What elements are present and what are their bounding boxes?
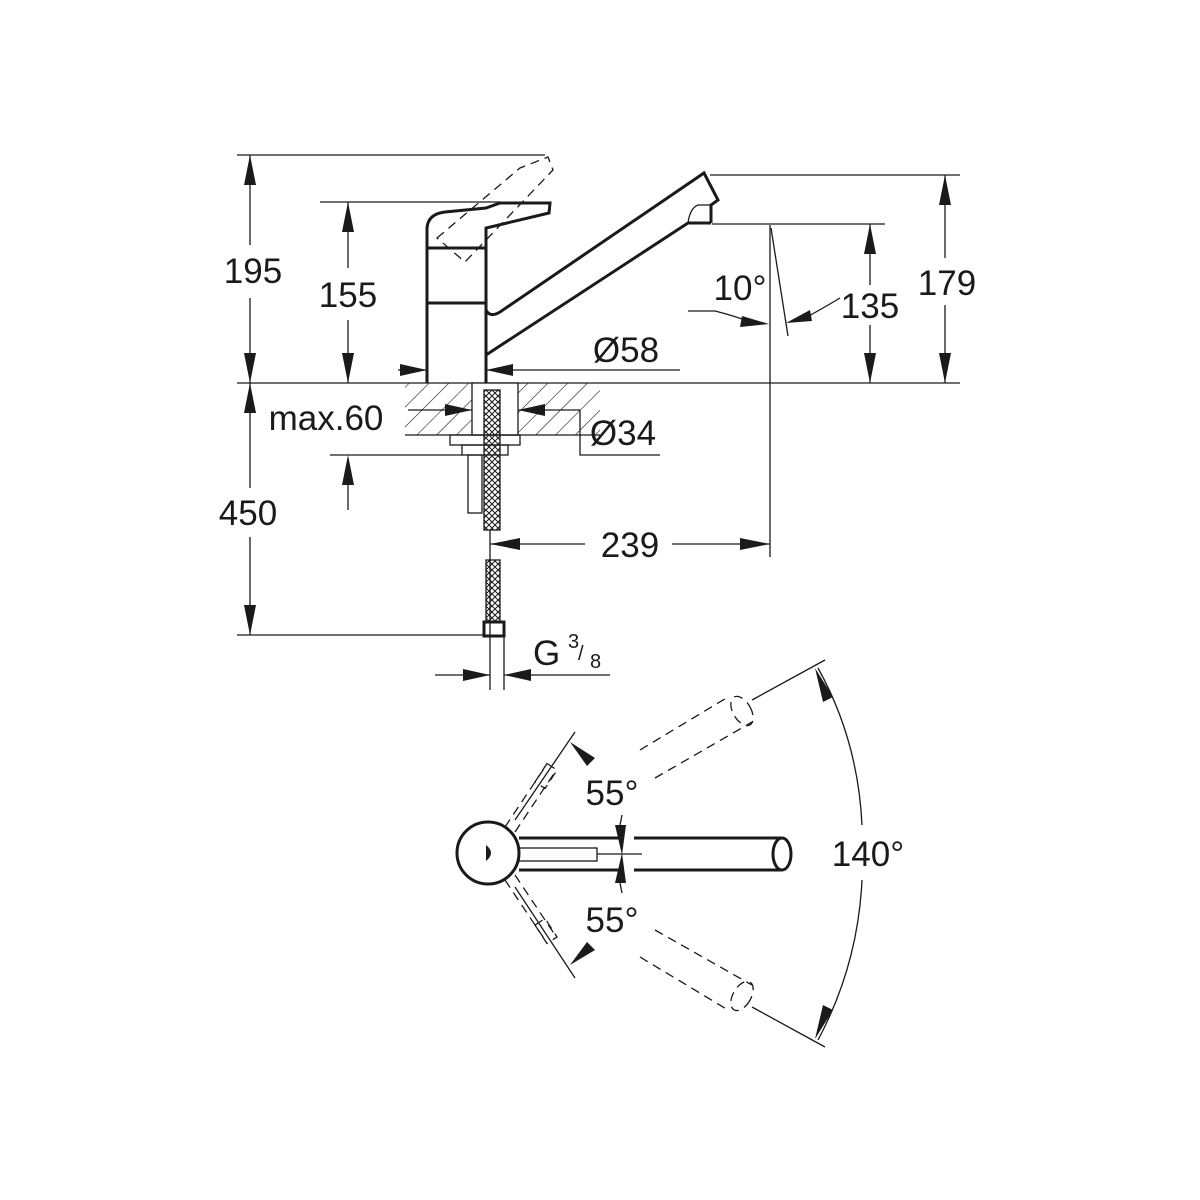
dimension-lever-angle-up: 55° [514, 731, 639, 855]
thread-slash: / [578, 643, 584, 665]
dimension-label-55-up: 55° [586, 774, 639, 813]
dimension-label-140: 140° [832, 835, 904, 874]
dimension-label-34: Ø34 [590, 414, 656, 453]
thread-denominator: 8 [590, 651, 601, 673]
dimension-label-195: 195 [224, 252, 282, 291]
dimension-label-10-degrees: 10° [714, 269, 767, 308]
thread-label: G [533, 634, 560, 673]
countertop-section [405, 382, 600, 436]
faucet-top-view [455, 695, 793, 1012]
dimension-450: 450 [219, 383, 484, 636]
faucet-side-view [425, 156, 720, 690]
dimension-239: 239 [490, 526, 770, 565]
dimension-10-degrees: 10° [688, 225, 841, 557]
dimension-195: 195 [224, 154, 545, 383]
dimension-hole-diameter: Ø34 [408, 404, 660, 456]
dimension-155: 155 [319, 201, 500, 383]
dimension-thread: G 3 / 8 [435, 631, 610, 681]
dimension-label-155: 155 [319, 276, 377, 315]
dimension-label-450: 450 [219, 494, 277, 533]
dimension-label-max-60: max.60 [269, 399, 384, 438]
dimension-label-58: Ø58 [593, 331, 659, 370]
dimension-179: 179 [710, 174, 976, 383]
dimension-label-135: 135 [841, 287, 899, 326]
dimension-label-239: 239 [601, 526, 659, 565]
dimension-label-179: 179 [918, 264, 976, 303]
dimension-label-55-down: 55° [586, 901, 639, 940]
thread-numerator: 3 [568, 631, 579, 653]
dimension-135: 135 [712, 223, 899, 383]
dimension-lever-angle-down: 55° [514, 853, 639, 979]
dimension-max-thickness: max.60 [269, 399, 462, 510]
dimension-base-diameter: Ø58 [398, 331, 680, 376]
dimension-swivel-angle: 140° [751, 659, 904, 1048]
